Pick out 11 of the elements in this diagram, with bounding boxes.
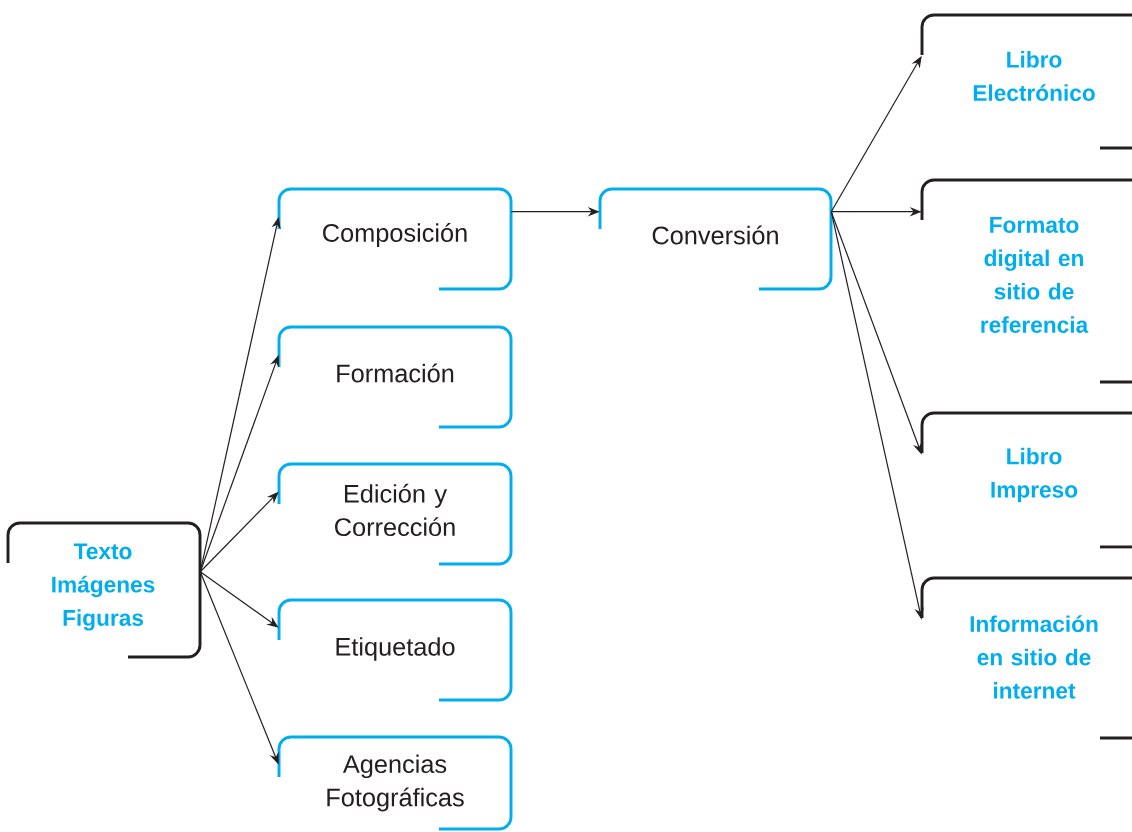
- output-box: Información en sitio de internet: [920, 576, 1132, 740]
- output-box: Formato digital en sitio de referencia: [920, 178, 1132, 384]
- output-box: Libro Impreso: [920, 411, 1132, 549]
- output-box: Libro Electrónico: [920, 13, 1132, 150]
- source-box: Texto Imágenes Figuras: [6, 521, 202, 659]
- process-box: Formación: [277, 325, 513, 429]
- process-box: Agencias Fotográficas: [277, 735, 513, 831]
- process-box: Conversión: [598, 187, 833, 291]
- process-box: Edición y Corrección: [277, 462, 513, 566]
- process-box: Composición: [277, 187, 513, 291]
- process-box: Etiquetado: [277, 598, 513, 702]
